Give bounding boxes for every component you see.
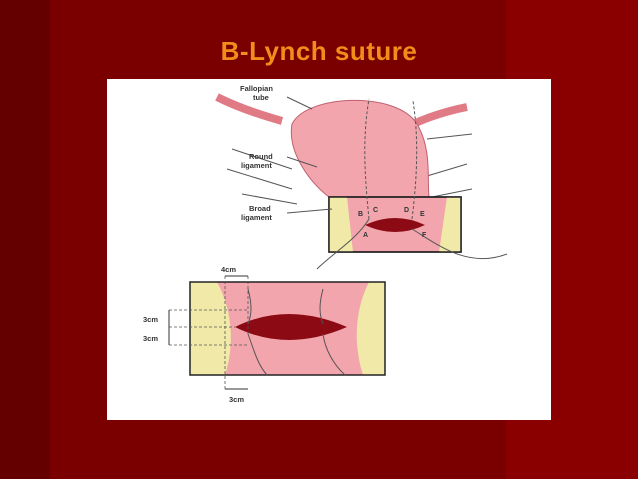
uterus-body (290, 99, 430, 198)
detail-ligament-left (190, 282, 231, 375)
slide-title: B-Lynch suture (220, 36, 418, 66)
point-b: B (358, 211, 363, 218)
label-broad-2: ligament (241, 213, 272, 222)
upper-incision (365, 218, 425, 232)
suture-line-right (411, 100, 418, 220)
measure-left-upper: 3cm (143, 315, 158, 324)
fallopian-tube-left (215, 93, 284, 125)
label-broad-1: Broad (249, 204, 271, 213)
label-round-1: Round (249, 152, 273, 161)
broad-ligament-left (329, 197, 353, 252)
diagram-svg: Fallopian tube Round ligament Broad liga… (143, 84, 508, 404)
point-a: A (363, 232, 368, 239)
incision-detail-figure: 4cm 3cm 3cm 3cm (143, 265, 386, 404)
label-fallopian-1: Fallopian (240, 84, 273, 93)
suture-line-left (364, 98, 370, 220)
uterus-upper-figure: Fallopian tube Round ligament Broad liga… (215, 84, 508, 270)
broad-ligament-right (439, 197, 461, 252)
detail-ligament-right (356, 282, 385, 375)
point-d: D (404, 207, 409, 214)
measure-left-lower: 3cm (143, 334, 158, 343)
detail-incision (235, 314, 347, 340)
label-round-2: ligament (241, 161, 272, 170)
point-e: E (420, 211, 425, 218)
b-lynch-diagram: Fallopian tube Round ligament Broad liga… (107, 79, 551, 420)
measure-top: 4cm (221, 265, 236, 274)
point-c: C (373, 207, 378, 214)
point-f: F (422, 232, 427, 239)
background-band-left (0, 0, 50, 479)
label-fallopian-2: tube (253, 93, 269, 102)
ligament-fringe-left (226, 148, 298, 205)
measure-bottom: 3cm (229, 395, 244, 404)
